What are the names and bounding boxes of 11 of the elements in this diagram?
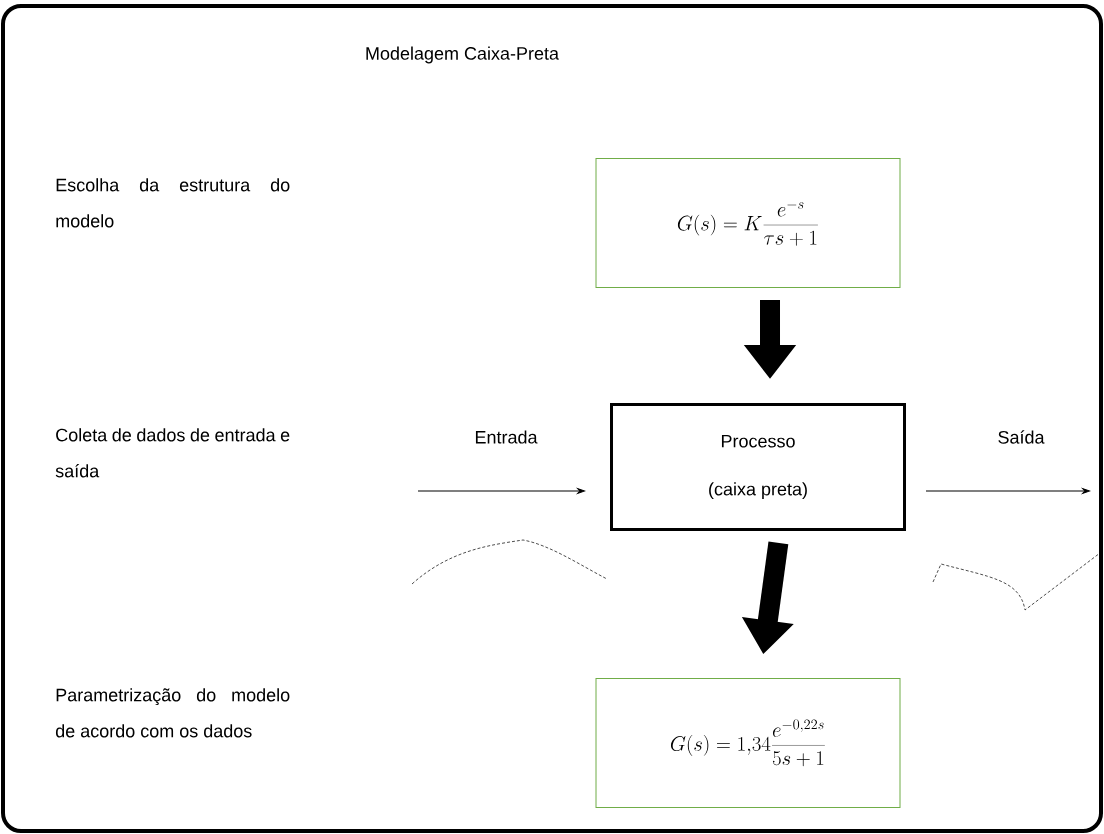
arrow xyxy=(925,488,1090,494)
step-label: Escolha da estrutura do modelo xyxy=(56,178,290,228)
edge-label: Entrada xyxy=(473,429,539,445)
edge-label: Saída xyxy=(996,429,1046,445)
step-label: Parametrização do modelo de acordo com os dados xyxy=(55,688,290,738)
step-label: Coleta de dados de entrada e saída xyxy=(55,428,290,478)
arrow xyxy=(417,488,585,494)
title: Modelagem Caixa-Preta xyxy=(366,46,559,64)
formula-box: $G(s) = K\frac{e^{-s}}{\tau s + 1}$ xyxy=(595,158,901,288)
formula-box: $G(s) = 1{,}34\frac{e^{-0{,}22s}}{5s + 1}$ xyxy=(595,678,901,808)
process-box: Processo (caixa preta) xyxy=(610,403,906,531)
